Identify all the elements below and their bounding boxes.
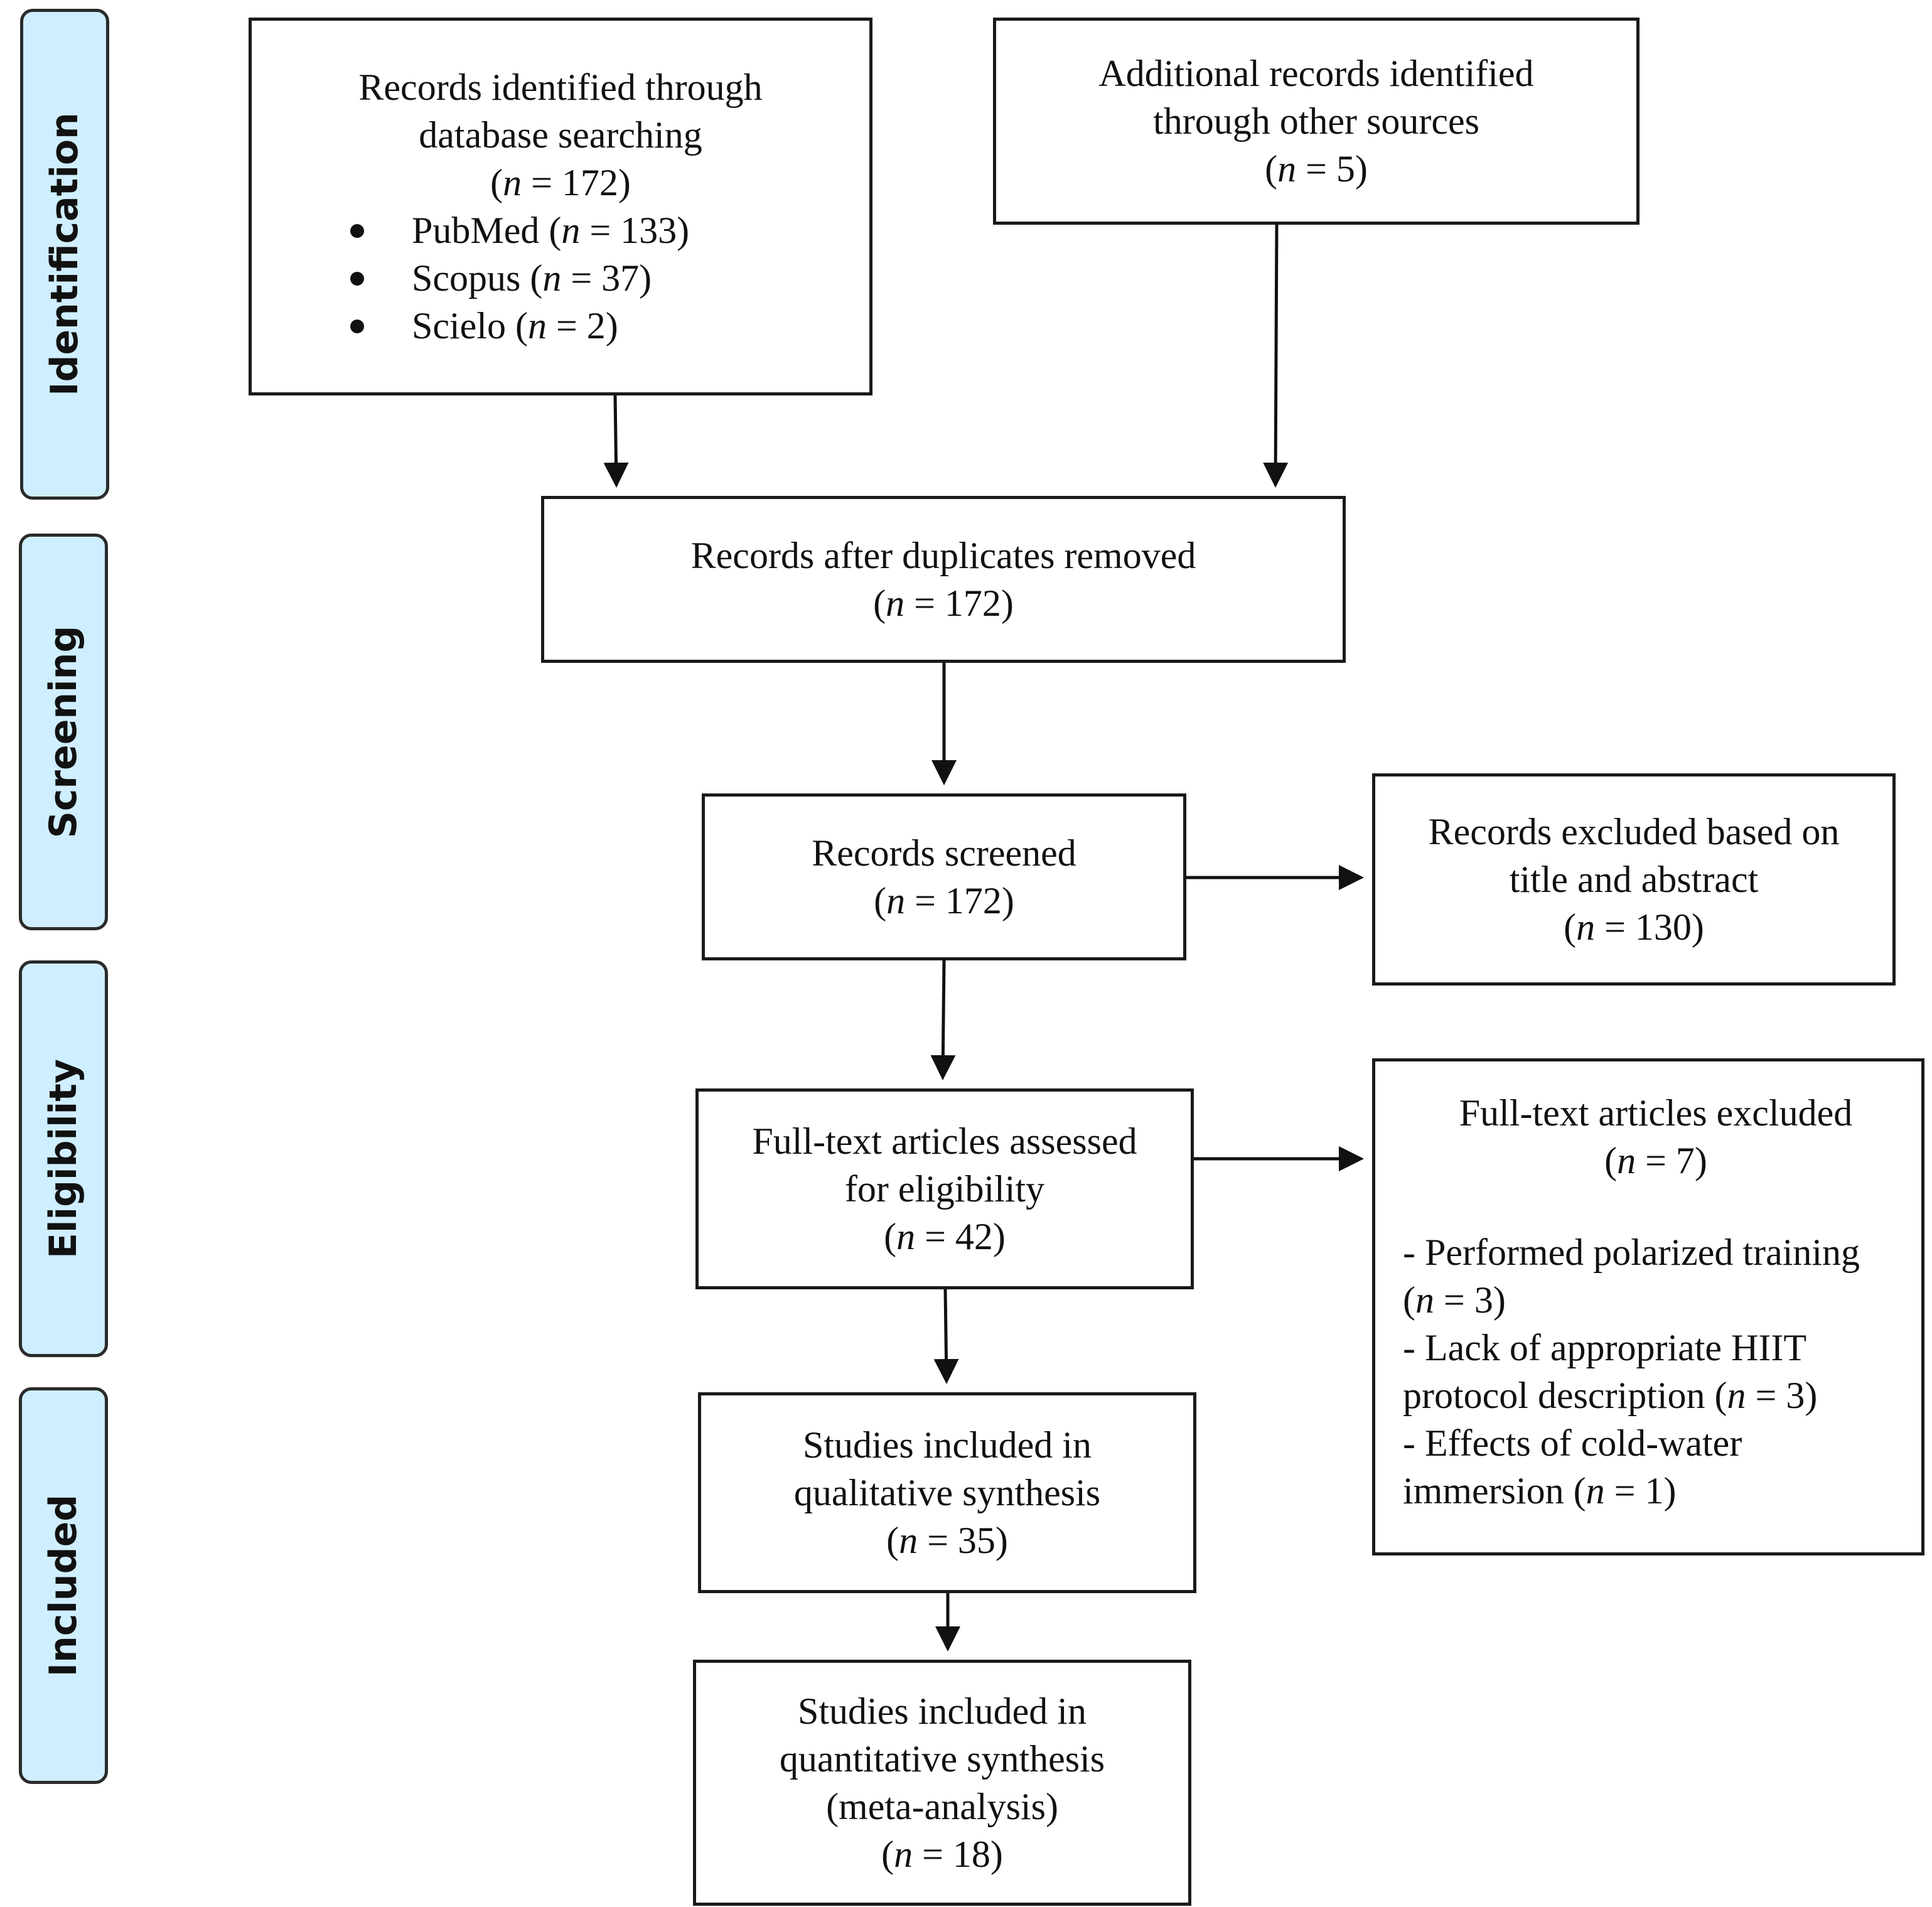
qualitative-synthesis-box: Studies included in qualitative synthesi… — [698, 1392, 1196, 1593]
box-line: Records identified through — [358, 67, 763, 108]
count-value: = 172) — [522, 162, 631, 203]
quantitative-synthesis-box: Studies included in quantitative synthes… — [693, 1660, 1191, 1906]
count-symbol: n — [503, 162, 522, 203]
full-text-assessed-box: Full-text articles assessed for eligibil… — [695, 1088, 1194, 1289]
count-label: (n = 42) — [884, 1213, 1006, 1260]
count-prefix: ( — [1604, 1140, 1618, 1181]
count-prefix: ( — [881, 1834, 894, 1875]
count-value: = 172) — [904, 583, 1014, 624]
full-text-excluded-box: Full-text articles excluded (n = 7) - Pe… — [1372, 1058, 1924, 1555]
count-prefix: ( — [1265, 148, 1278, 190]
count-value: = 133) — [580, 210, 690, 251]
source-name: PubMed ( — [412, 210, 562, 251]
box-line: title and abstract — [1509, 859, 1759, 900]
records-other-sources-box: Additional records identified through ot… — [993, 18, 1640, 225]
count-value: = 7) — [1636, 1140, 1707, 1181]
count-prefix: ( — [874, 880, 887, 921]
count-symbol: n — [542, 257, 562, 299]
phase-included: Included — [19, 1387, 108, 1784]
count-label: (n = 7) — [1403, 1137, 1909, 1184]
count-prefix: ( — [1403, 1279, 1415, 1321]
count-prefix: ( — [1564, 906, 1577, 948]
count-label: (n = 5) — [1265, 145, 1368, 193]
count-prefix: ( — [873, 583, 886, 624]
count-symbol: n — [1727, 1375, 1746, 1416]
arrow-fulltext-to-qualitative — [933, 1289, 959, 1384]
box-line: Studies included in — [798, 1690, 1087, 1732]
count-value: = 3) — [1434, 1279, 1506, 1321]
source-name: Scopus ( — [412, 257, 543, 299]
exclusion-reason: - Performed polarized training — [1403, 1232, 1860, 1273]
count-label: (n = 130) — [1564, 903, 1704, 951]
box-line: for eligibility — [844, 1168, 1045, 1210]
arrow-other-to-duplicates — [1263, 224, 1289, 488]
box-line: Additional records identified — [1098, 53, 1534, 94]
count-symbol: n — [1277, 148, 1297, 190]
count-value: = 1) — [1604, 1470, 1677, 1512]
box-line: Full-text articles excluded — [1459, 1092, 1853, 1134]
count-prefix: ( — [490, 162, 503, 203]
source-name: Scielo ( — [412, 305, 528, 346]
box-line: Records excluded based on — [1428, 811, 1840, 852]
count-value: = 37) — [561, 257, 652, 299]
count-label: (n = 18) — [881, 1830, 1003, 1878]
records-excluded-box: Records excluded based on title and abst… — [1372, 773, 1896, 986]
exclusion-reason: - Effects of cold-water — [1403, 1422, 1742, 1464]
reason-text: immersion ( — [1403, 1470, 1586, 1512]
arrow-screened-to-fulltext — [930, 960, 956, 1080]
count-label: (n = 172) — [490, 159, 631, 207]
exclusion-reason: - Lack of appropriate HIIT — [1403, 1327, 1807, 1368]
phase-screening: Screening — [19, 534, 108, 930]
count-symbol: n — [1576, 906, 1596, 948]
reason-text: protocol description ( — [1403, 1375, 1727, 1416]
count-symbol: n — [1415, 1279, 1434, 1321]
count-value: = 130) — [1595, 906, 1704, 948]
count-symbol: n — [1586, 1470, 1605, 1512]
count-symbol: n — [894, 1834, 913, 1875]
count-value: = 5) — [1296, 148, 1368, 190]
count-value: = 2) — [546, 305, 618, 346]
count-value: = 42) — [915, 1216, 1006, 1257]
list-item: PubMed (n = 133) — [252, 207, 869, 254]
count-symbol: n — [1617, 1140, 1636, 1181]
list-item: Scopus (n = 37) — [252, 254, 869, 302]
records-database-box: Records identified through database sear… — [249, 18, 872, 395]
count-symbol: n — [886, 880, 906, 921]
box-line: database searching — [419, 114, 702, 156]
box-line: through other sources — [1153, 100, 1479, 142]
phase-eligibility: Eligibility — [19, 960, 108, 1357]
count-label: (n = 35) — [886, 1517, 1008, 1564]
count-value: = 3) — [1746, 1375, 1818, 1416]
box-line: quantitative synthesis — [779, 1738, 1105, 1780]
count-symbol: n — [899, 1520, 918, 1561]
count-symbol: n — [896, 1216, 916, 1257]
count-label: (n = 172) — [873, 579, 1014, 627]
count-value: = 172) — [905, 880, 1014, 921]
records-screened-box: Records screened (n = 172) — [702, 793, 1186, 960]
list-item: Scielo (n = 2) — [252, 302, 869, 350]
count-symbol: n — [561, 210, 581, 251]
records-after-duplicates-box: Records after duplicates removed (n = 17… — [541, 496, 1346, 663]
count-value: = 18) — [913, 1834, 1003, 1875]
box-line: Records screened — [812, 832, 1076, 874]
count-prefix: ( — [884, 1216, 897, 1257]
count-symbol: n — [886, 583, 905, 624]
source-list: PubMed (n = 133) Scopus (n = 37) Scielo … — [252, 207, 869, 350]
count-symbol: n — [527, 305, 547, 346]
exclusion-reason-count: immersion (n = 1) — [1403, 1467, 1909, 1515]
box-line: qualitative synthesis — [793, 1472, 1101, 1513]
box-line: Studies included in — [803, 1424, 1092, 1466]
count-label: (n = 172) — [874, 877, 1014, 925]
arrow-database-to-duplicates — [603, 395, 629, 488]
box-line: Full-text articles assessed — [752, 1120, 1137, 1162]
exclusion-reason-count: (n = 3) — [1403, 1276, 1909, 1324]
exclusion-reason-count: protocol description (n = 3) — [1403, 1372, 1909, 1419]
phase-identification: Identification — [20, 9, 109, 500]
count-value: = 35) — [918, 1520, 1008, 1561]
count-prefix: ( — [886, 1520, 899, 1561]
box-line: (meta-analysis) — [826, 1786, 1058, 1827]
box-line: Records after duplicates removed — [690, 535, 1196, 576]
